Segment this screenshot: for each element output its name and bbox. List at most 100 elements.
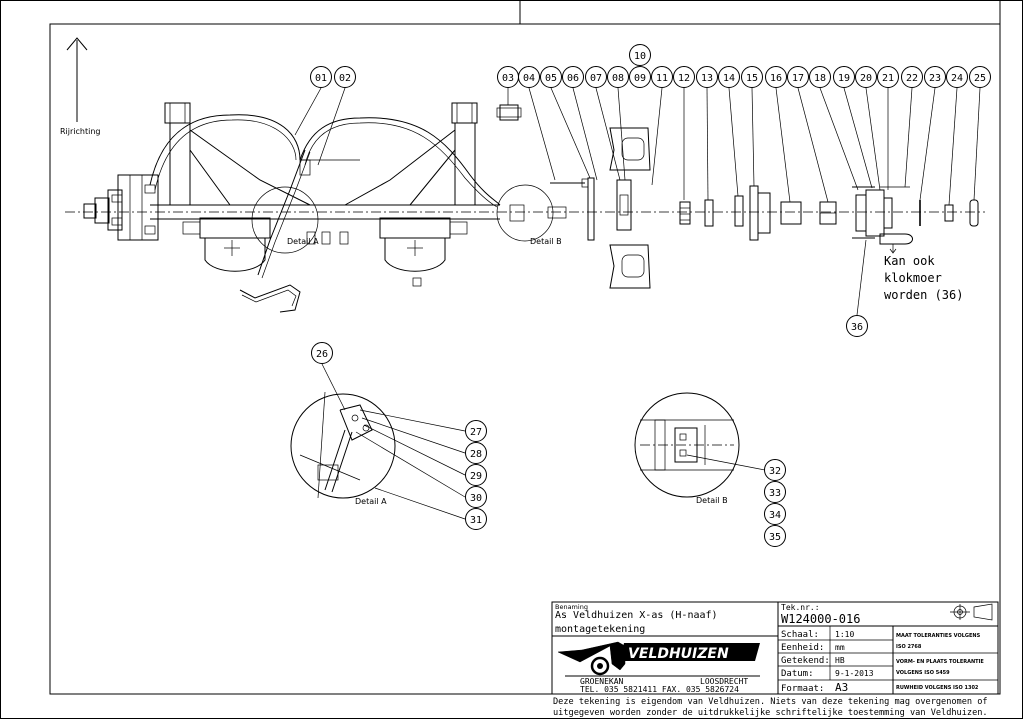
callout-text: 31 [470,515,482,526]
detail-a-label: Detail A [355,497,387,506]
callout: 27 [465,420,487,442]
benaming-label: Benaming [555,603,588,611]
callout: 16 [765,66,787,88]
callout-text: 12 [678,73,690,84]
callout: 36 [846,315,868,337]
axle-assembly [83,102,567,313]
callout-text: 30 [470,493,482,504]
callout: 34 [764,503,786,525]
callout-text: 28 [470,449,482,460]
callout-text: 06 [567,73,579,84]
eenheid-value: mm [835,643,845,652]
callout: 06 [562,66,584,88]
detail-a-ref: Detail A [287,237,319,246]
callout: 08 [607,66,629,88]
detail-b-marker [496,184,554,242]
callout: 04 [518,66,540,88]
callout-text: 33 [769,488,781,499]
getekend-value: HB [835,656,845,665]
callout: 10 [629,44,651,66]
callout: 01 [310,66,332,88]
formaat-label: Formaat: [781,684,824,694]
callout-text: 14 [723,73,735,84]
callout: 07 [585,66,607,88]
callout-text: 35 [769,532,781,543]
callout: 26 [311,342,333,364]
getekend-label: Getekend: [781,656,830,666]
callout-text: 27 [470,427,482,438]
callout-text: 25 [974,73,986,84]
title-line-2: montagetekening [555,624,645,635]
tolerance-2b: VOLGENS ISO 5459 [896,670,950,676]
detail-a-view [290,363,466,520]
tolerance-2a: VORM- EN PLAATS TOLERANTIE [896,659,984,665]
callout-text: 18 [814,73,826,84]
callout: 23 [924,66,946,88]
callout-text: 11 [656,73,668,84]
callout-text: 20 [860,73,872,84]
footer-line-1: Deze tekening is eigendom van Veldhuizen… [553,697,988,707]
callout: 25 [969,66,991,88]
callout-text: 05 [545,73,557,84]
callout-text: 01 [315,73,327,84]
datum-label: Datum: [781,669,814,679]
teknr-value: W124000-016 [781,612,860,626]
datum-value: 9-1-2013 [835,669,874,678]
drawing-frame [49,23,1001,695]
callouts-detail-b: 32 33 34 35 [764,459,786,547]
callouts-detail-a: 26 27 28 29 30 31 [311,342,487,530]
callout: 03 [497,66,519,88]
callout-text: 17 [792,73,804,84]
callout: 20 [855,66,877,88]
callout: 35 [764,525,786,547]
tolerance-3: RUWHEID VOLGENS ISO 1302 [896,685,979,691]
callout-text: 21 [882,73,894,84]
direction-label: Rijrichting [60,127,101,136]
formaat-value: A3 [835,681,848,694]
projection-symbol-icon [950,603,993,621]
callout: 12 [673,66,695,88]
detail-b-label: Detail B [696,496,728,505]
callout-text: 19 [838,73,850,84]
callout-text: 10 [634,51,646,62]
city-right: LOOSDRECHT [700,677,748,686]
callout-text: 09 [634,73,646,84]
footer-line-2: uitgegeven worden zonder de uitdrukkelij… [553,708,988,718]
callout: 17 [787,66,809,88]
phone-fax: TEL. 035 5821411 FAX. 035 5826724 [580,685,739,694]
callout-text: 32 [769,466,781,477]
callout-text: 24 [951,73,963,84]
veldhuizen-logo-icon [557,641,760,677]
note-line: klokmoer [884,271,942,285]
title-block [551,601,999,695]
city-left: GROENEKAN [580,677,624,686]
callout-text: 22 [906,73,918,84]
callout-text: 23 [929,73,941,84]
callout: 29 [465,464,487,486]
callout: 13 [696,66,718,88]
teknr-label: Tek.nr.: [781,603,820,612]
leader-lines [294,87,981,316]
callout: 24 [946,66,968,88]
callout: 32 [764,459,786,481]
callout-text: 08 [612,73,624,84]
title-line-1: As Veldhuizen X-as (H-naaf) [555,610,718,621]
detail-b-ref: Detail B [530,237,562,246]
callout-text: 26 [316,349,328,360]
callout-text: 04 [523,73,535,84]
note-line: worden (36) [884,288,963,302]
callout-text: 36 [851,322,863,333]
direction-arrow-icon [66,37,88,122]
callout: 11 [651,66,673,88]
callout-text: 13 [701,73,713,84]
callouts-top: 01 02 03 04 05 06 07 08 09 10 11 12 13 1… [310,44,991,337]
callout-text: 29 [470,471,482,482]
callout-text: 02 [339,73,351,84]
company-name: VELDHUIZEN [628,646,729,662]
callout: 14 [718,66,740,88]
callout: 05 [540,66,562,88]
callout: 30 [465,486,487,508]
schaal-value: 1:10 [835,630,854,639]
callout: 22 [901,66,923,88]
